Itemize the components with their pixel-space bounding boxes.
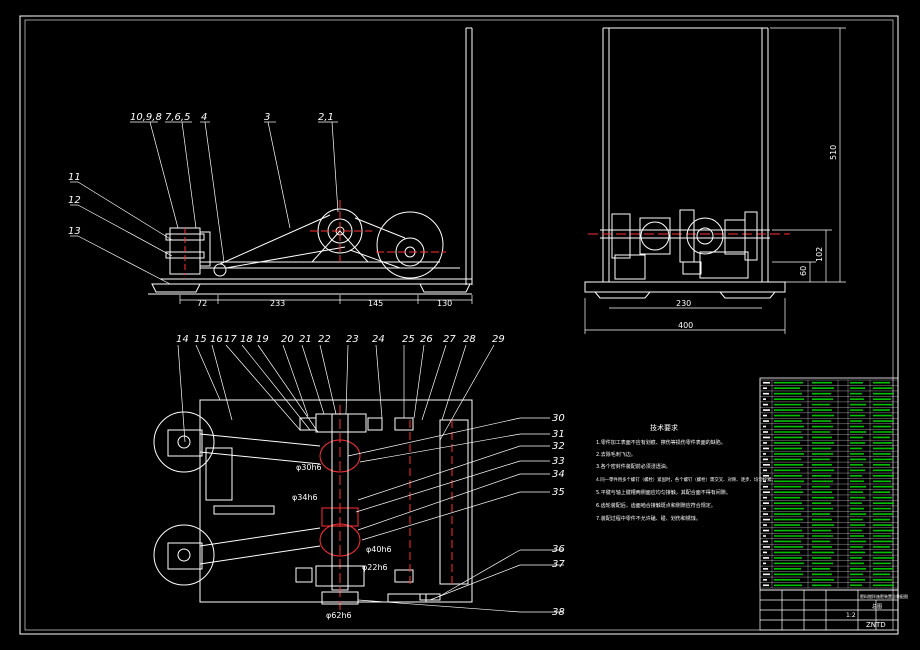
drawing-scale: 1:2 [846, 612, 856, 619]
balloon-12: 12 [68, 195, 81, 206]
balloon-36: 36 [552, 544, 565, 555]
plan-view-balloons-right: 30 31 32 33 34 35 36 37 38 [552, 413, 565, 618]
balloon-16: 16 [210, 334, 223, 345]
balloon-23: 23 [346, 334, 359, 345]
dia-34: φ34h6 [292, 493, 318, 502]
dim-102: 102 [815, 247, 824, 262]
dia-40: φ40h6 [366, 545, 392, 554]
tech-req-item-7: 7.装配过程中零件不允许磕、碰、划伤和锈蚀。 [596, 515, 701, 522]
balloon-4: 4 [201, 112, 207, 123]
tech-req-item-3: 3.各个密封件装配前必须浸透油。 [596, 463, 671, 470]
dim-72: 72 [197, 299, 207, 308]
balloon-28: 28 [463, 334, 476, 345]
dia-22: φ22h6 [362, 563, 388, 572]
balloon-21: 21 [299, 334, 312, 345]
balloon-35: 35 [552, 487, 565, 498]
balloon-2-1: 2,1 [318, 112, 334, 123]
balloon-10-9-8: 10,9,8 [130, 112, 162, 123]
balloon-24: 24 [372, 334, 385, 345]
title-block [759, 589, 899, 631]
dim-130: 130 [437, 299, 452, 308]
balloon-7-6-5: 7,6,5 [165, 112, 190, 123]
balloon-27: 27 [443, 334, 456, 345]
side-view-leaders [70, 121, 339, 285]
balloon-19: 19 [256, 334, 269, 345]
dim-400: 400 [678, 321, 693, 330]
balloon-30: 30 [552, 413, 565, 424]
sheet-border [19, 15, 899, 635]
balloon-14: 14 [176, 334, 189, 345]
plan-view-leaders [177, 344, 564, 613]
title-block-text: 肥料搅拌施肥装置总装配图 总图 1:2 ZNTD [846, 593, 908, 629]
balloon-3: 3 [264, 112, 270, 123]
dim-145: 145 [368, 299, 383, 308]
tech-req-item-5: 5.平键与轴上键槽两侧面应均匀接触，其配合面不得有间隙。 [596, 489, 731, 496]
tech-req-title: 技术要求 [650, 423, 678, 432]
side-view-balloons: 10,9,8 7,6,5 4 3 2,1 11 12 13 [68, 112, 334, 237]
dim-230: 230 [676, 299, 691, 308]
tech-req-item-6: 6.齿轮装配后，齿面啮合接触斑点和侧隙应符合规定。 [596, 502, 716, 509]
parts-list [759, 377, 899, 591]
drawing-sub: 总图 [872, 603, 882, 610]
tech-req-item-1: 1.零件加工表面不应有划痕、擦伤等损伤零件表面的缺陷。 [596, 439, 726, 446]
dia-30: φ30h6 [296, 463, 322, 472]
balloon-29: 29 [492, 334, 505, 345]
balloon-20: 20 [281, 334, 294, 345]
sheet-inner-border [24, 19, 894, 631]
front-view-dims [584, 27, 846, 334]
side-view-dim-labels: 72 233 145 130 [197, 299, 452, 308]
front-view [584, 27, 790, 299]
side-view-dims [179, 295, 473, 304]
dim-60: 60 [799, 266, 808, 276]
dia-62: φ62h6 [326, 611, 352, 620]
tech-req-item-4: 4.同一零件用多个螺钉（螺栓）紧固时，各个螺钉（螺栓）需交叉、对称、逐步、均匀拧… [596, 476, 776, 483]
balloon-26: 26 [420, 334, 433, 345]
balloon-34: 34 [552, 469, 565, 480]
balloon-37: 37 [552, 559, 565, 570]
balloon-38: 38 [552, 607, 565, 618]
dim-233: 233 [270, 299, 285, 308]
balloon-31: 31 [552, 429, 565, 440]
tech-req-item-2: 2.去除毛刺飞边。 [596, 451, 636, 458]
plan-view [153, 399, 473, 610]
balloon-13: 13 [68, 226, 81, 237]
balloon-22: 22 [318, 334, 331, 345]
balloon-18: 18 [240, 334, 253, 345]
tech-requirements: 技术要求 1.零件加工表面不应有划痕、擦伤等损伤零件表面的缺陷。 2.去除毛刺飞… [596, 423, 776, 522]
balloon-33: 33 [552, 456, 565, 467]
balloon-25: 25 [402, 334, 415, 345]
dim-510: 510 [829, 145, 838, 160]
balloon-32: 32 [552, 441, 565, 452]
drawing-name: 肥料搅拌施肥装置总装配图 [860, 593, 908, 599]
balloon-11: 11 [68, 172, 81, 183]
plan-view-balloons-top: 14 15 16 17 18 19 20 21 22 23 24 25 26 2… [176, 334, 505, 345]
side-view [148, 27, 473, 295]
balloon-17: 17 [224, 334, 237, 345]
front-view-dim-labels: 510 102 60 230 400 [676, 145, 838, 330]
balloon-15: 15 [194, 334, 207, 345]
drawing-number: ZNTD [866, 621, 886, 629]
plan-view-diameters: φ30h6 φ34h6 φ40h6 φ22h6 φ62h6 [292, 463, 392, 620]
